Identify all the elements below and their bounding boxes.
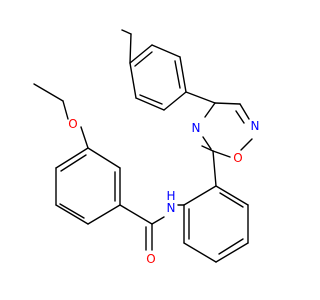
bond [33, 83, 64, 102]
bond [62, 100, 69, 120]
bond [119, 204, 153, 225]
bond [215, 242, 249, 263]
bond [214, 102, 241, 105]
bond [183, 185, 217, 206]
bond [121, 29, 132, 35]
bond [163, 91, 187, 111]
bond [201, 145, 214, 152]
bond [134, 51, 153, 67]
atom-label-h-amide: H [166, 189, 175, 203]
bond [215, 185, 249, 206]
atom-label-o-ring: O [233, 151, 242, 165]
bond [55, 204, 89, 225]
bond [129, 62, 137, 99]
bond [179, 56, 187, 93]
bond [60, 154, 87, 172]
bond [80, 126, 89, 149]
bond [151, 216, 165, 225]
bond [151, 44, 181, 58]
bond [59, 203, 85, 219]
bond [202, 136, 212, 150]
bond [235, 110, 245, 124]
bond [135, 97, 165, 111]
bond [218, 238, 244, 255]
atom-label-n-ring-3: N [192, 121, 201, 135]
bond [204, 102, 216, 118]
atom-label-n-amide: N [167, 201, 176, 215]
bond [87, 204, 121, 225]
bond [185, 91, 216, 104]
bond [87, 147, 121, 169]
molecule-canvas: O N H O N N O [33, 29, 260, 266]
atom-label-n-ring-4: N [251, 119, 260, 133]
atom-label-o-carbonyl: O [146, 252, 155, 266]
bond [212, 150, 217, 187]
bond [239, 103, 250, 120]
bond [219, 192, 244, 208]
bond [55, 147, 89, 169]
bond [139, 94, 163, 105]
bond [129, 44, 153, 64]
bond [174, 60, 181, 89]
atom-label-o-ether: O [68, 117, 77, 131]
structure-diagram: O N H O N N O [33, 29, 260, 266]
bond [212, 150, 231, 158]
bond [183, 242, 217, 263]
bond [240, 138, 253, 151]
bond [129, 33, 132, 64]
